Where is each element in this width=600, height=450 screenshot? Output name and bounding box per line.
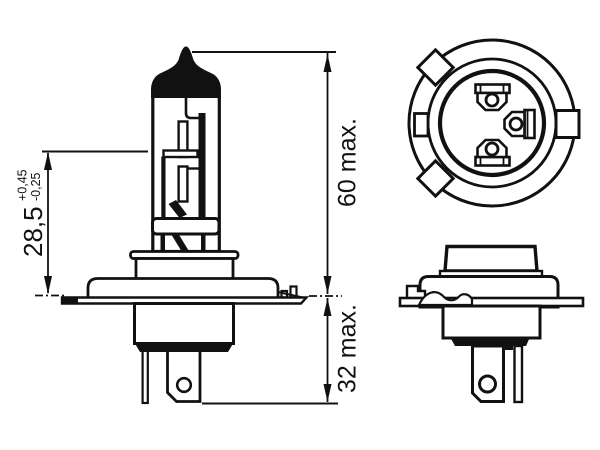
base-cylinder bbox=[134, 257, 235, 281]
dimension-value-28-5: 28,5 bbox=[18, 206, 48, 257]
base-black-band bbox=[134, 342, 234, 352]
filament-support-left bbox=[161, 156, 166, 220]
spring-washer-wave bbox=[417, 291, 474, 307]
filament-lead-top bbox=[184, 97, 200, 120]
filament-support-right bbox=[198, 113, 206, 219]
lug-diamond-top-left bbox=[415, 47, 456, 88]
contact-top-rivet bbox=[484, 92, 500, 108]
bulb-side-view bbox=[60, 46, 310, 405]
dimension-overall-length: 60 max. bbox=[192, 51, 362, 297]
terminal-pin-thin-side bbox=[513, 344, 524, 404]
glass-pinch bbox=[151, 217, 221, 236]
terminal-pin-thin bbox=[141, 348, 149, 405]
low-beam-filament bbox=[177, 165, 189, 203]
base-skirt bbox=[133, 302, 235, 345]
arrow-up bbox=[44, 152, 52, 170]
dimension-filament-height: 28,5 +0,45 -0,25 bbox=[16, 150, 148, 297]
dimension-base-length: 32 max. bbox=[202, 298, 362, 405]
flange-slot-left bbox=[413, 112, 430, 138]
lead-wire-left bbox=[160, 233, 165, 252]
filament-lead-lower bbox=[168, 200, 187, 218]
lug-diamond-bottom-left bbox=[415, 158, 456, 199]
contact-bottom-rivet bbox=[484, 141, 500, 157]
base-circle bbox=[437, 68, 547, 178]
terminal-pin-hole bbox=[175, 376, 193, 394]
contact-right bbox=[503, 108, 536, 140]
bulb-tip bbox=[151, 46, 221, 98]
base-skirt-side bbox=[441, 304, 542, 340]
contact-bottom bbox=[474, 138, 511, 167]
arrow-down bbox=[323, 276, 332, 294]
arrow-down bbox=[44, 276, 52, 294]
base-black-band-side bbox=[450, 337, 530, 346]
lead-wire-middle bbox=[171, 234, 190, 252]
lead-wire-right bbox=[201, 233, 206, 252]
lug-tab-right bbox=[554, 109, 581, 139]
contact-top bbox=[474, 83, 511, 112]
terminal-pin-hole-side bbox=[478, 374, 497, 394]
tolerance-plus: +0,45 bbox=[16, 169, 30, 201]
base-top-view bbox=[407, 38, 581, 208]
dimension-value-60-max: 60 max. bbox=[334, 118, 362, 207]
flange-ring-left-end bbox=[62, 296, 78, 304]
contact-right-rivet bbox=[508, 116, 524, 132]
filament-shelf bbox=[162, 149, 199, 159]
glass-stub bbox=[443, 244, 539, 273]
arrow-down bbox=[323, 384, 332, 402]
contact-right-bar bbox=[523, 108, 536, 140]
contact-bottom-notches bbox=[479, 157, 505, 165]
tolerance-minus: -0,25 bbox=[29, 172, 43, 201]
arrow-up bbox=[323, 298, 332, 316]
contact-top-notches bbox=[479, 85, 505, 93]
base-side-view bbox=[398, 244, 585, 404]
mounting-flange-dome bbox=[86, 277, 280, 300]
base-band-nub bbox=[503, 345, 513, 350]
arrow-up bbox=[323, 54, 332, 72]
terminal-pin-wide bbox=[166, 348, 202, 403]
dimension-value-32-max: 32 max. bbox=[334, 304, 362, 393]
